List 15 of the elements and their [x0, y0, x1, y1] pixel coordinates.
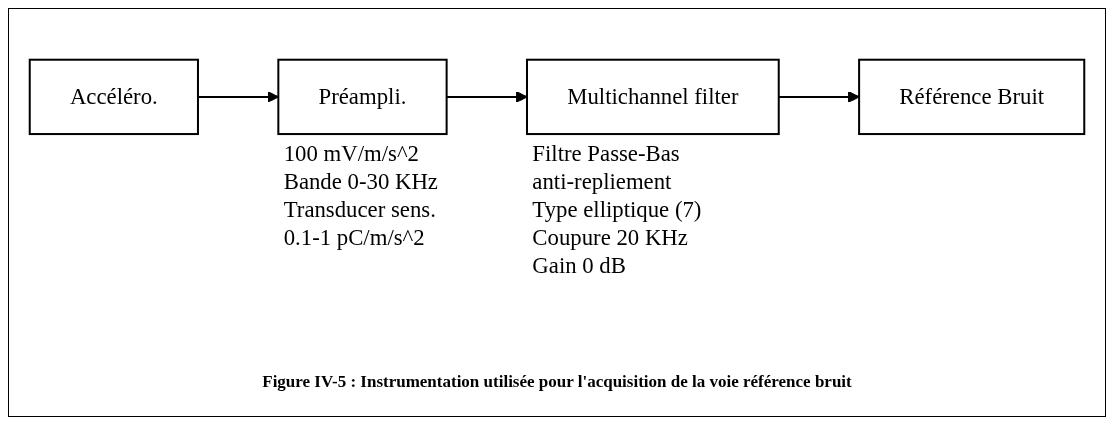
specification-text: Type elliptique (7) [532, 196, 702, 222]
arrow [446, 90, 528, 103]
specification-text: Filtre Passe-Bas anti-repliement [532, 140, 680, 194]
specification-text: Transducer sens. 0.1-1 pC/m/s^2 [283, 196, 436, 250]
node-box: Référence Bruit [858, 58, 1086, 135]
figure-caption: Figure IV-5 : Instrumentation utilisée pour l'acquisition de la voie référence bruit [261, 372, 853, 392]
arrow [778, 90, 860, 103]
arrow [197, 90, 279, 103]
node-box: Accéléro. [28, 58, 199, 135]
specification-text: Bande 0-30 KHz [283, 168, 438, 194]
specification-text: 100 mV/m/s^2 [283, 140, 419, 166]
specification-text: Coupure 20 KHz [532, 225, 688, 250]
specification-text: Gain 0 dB [532, 253, 626, 279]
node-box: Préampli. [277, 58, 448, 135]
node-box: Multichannel filter [526, 58, 780, 135]
